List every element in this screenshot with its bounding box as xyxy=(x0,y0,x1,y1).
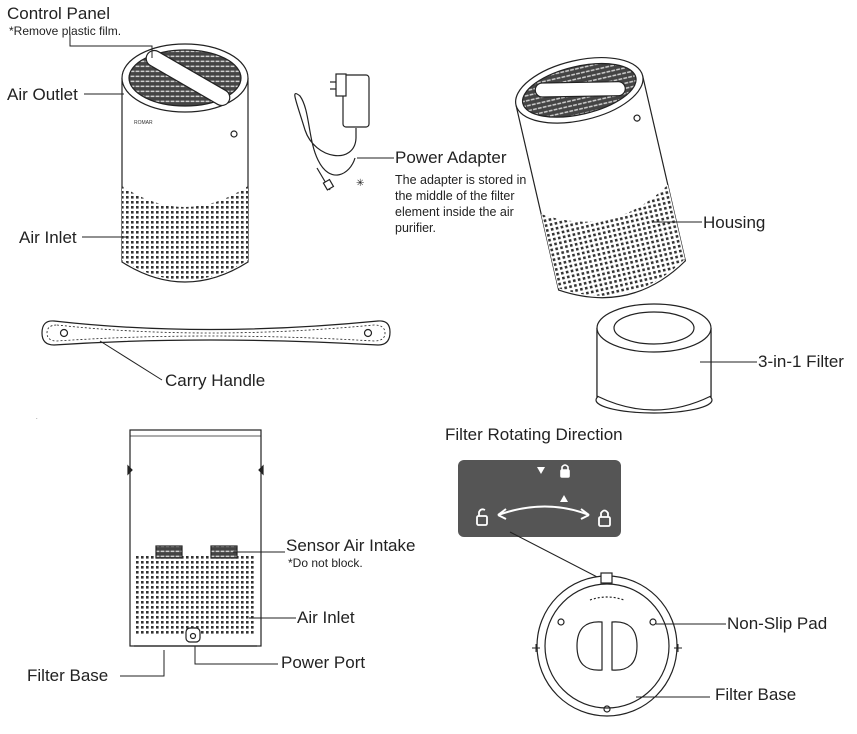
label-sensor-air-intake: Sensor Air Intake xyxy=(286,536,416,555)
svg-text:✳: ✳ xyxy=(356,178,364,189)
label-air-inlet-top: Air Inlet xyxy=(19,228,77,247)
label-housing: Housing xyxy=(703,213,766,232)
label-filter-rotating-direction: Filter Rotating Direction xyxy=(445,425,623,444)
label-control-panel: Control Panel xyxy=(7,4,111,23)
purifier-back-leaders xyxy=(120,551,296,677)
stray-dot: . xyxy=(36,415,38,421)
double-arrow-icon xyxy=(497,505,590,520)
note-do-not-block: *Do not block. xyxy=(288,556,363,570)
housing-art xyxy=(515,57,687,299)
purifier-front: ROMAR xyxy=(121,43,249,283)
label-carry-handle: Carry Handle xyxy=(165,371,266,390)
triangle-down-icon xyxy=(537,467,545,474)
rotation-panel xyxy=(458,460,621,537)
purifier-front-leaders xyxy=(69,34,153,238)
lock-icon xyxy=(560,464,570,478)
power-adapter-art: ✳ xyxy=(294,73,370,191)
carry-handle-art xyxy=(41,320,391,346)
label-3-in-1-filter: 3-in-1 Filter xyxy=(758,352,844,371)
filter-art xyxy=(595,303,713,414)
unlock-icon xyxy=(476,508,488,526)
label-air-outlet: Air Outlet xyxy=(7,85,78,104)
note-remove-film: *Remove plastic film. xyxy=(9,24,122,38)
label-air-inlet-bottom: Air Inlet xyxy=(297,608,355,627)
panel-pointer xyxy=(509,531,604,581)
label-non-slip-pad: Non-Slip Pad xyxy=(727,614,828,633)
filter-base-art xyxy=(532,572,682,717)
svg-text:ROMAR: ROMAR xyxy=(134,120,153,126)
label-filter-base-left: Filter Base xyxy=(27,666,109,685)
lock-icon-right xyxy=(598,509,611,527)
label-power-adapter: Power Adapter xyxy=(395,148,507,167)
triangle-up-icon xyxy=(560,495,568,502)
filter-base-leaders xyxy=(636,623,726,698)
purifier-back xyxy=(127,429,264,647)
label-power-port: Power Port xyxy=(281,653,366,672)
handle-leader xyxy=(99,340,163,381)
label-filter-base-right: Filter Base xyxy=(715,685,797,704)
note-adapter-storage: The adapter is stored in the middle of t… xyxy=(395,173,527,235)
